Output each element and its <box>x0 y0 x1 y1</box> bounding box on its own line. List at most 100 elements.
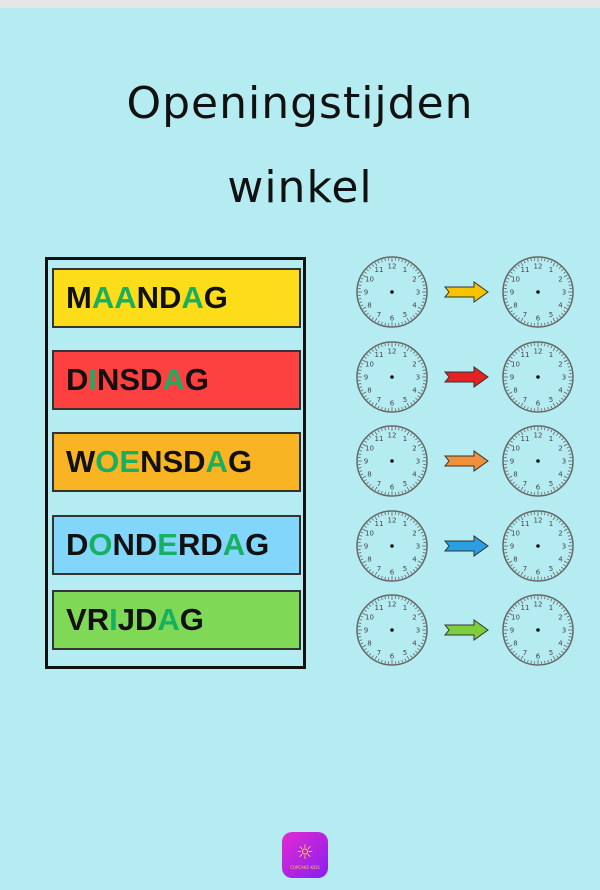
clock-tick <box>417 359 422 363</box>
clock-tick <box>568 552 572 554</box>
clock-tick <box>544 576 546 580</box>
clock-tick <box>567 281 571 283</box>
clock-tick <box>362 644 367 648</box>
clock-tick <box>364 271 367 274</box>
clock-tick <box>508 359 513 363</box>
clock-tick <box>566 615 570 618</box>
arrow-right-icon <box>443 535 489 557</box>
clock-tick <box>505 386 509 388</box>
day-letter: N <box>97 362 120 397</box>
clock-number: 4 <box>558 471 563 479</box>
clock-tick <box>563 440 566 443</box>
clock-tick <box>406 516 410 521</box>
browser-top-bar <box>0 0 600 8</box>
day-letter: G <box>184 362 209 397</box>
clock-tick <box>568 383 572 385</box>
clock-tick <box>421 386 425 388</box>
clock-tick <box>377 405 380 409</box>
clock-tick <box>417 440 420 443</box>
clock-tick <box>563 609 566 612</box>
clock-tick <box>359 301 363 303</box>
clock-number: 11 <box>375 266 384 274</box>
clock-number: 10 <box>511 530 520 538</box>
clock-tick <box>360 446 364 449</box>
clock-number: 10 <box>365 445 374 453</box>
arrow-right-icon <box>443 450 489 472</box>
clock-number: 5 <box>403 649 407 657</box>
clock-tick <box>506 558 510 561</box>
clock-tick <box>360 558 364 561</box>
clock-tick <box>563 644 568 648</box>
clock-tick <box>563 271 566 274</box>
clock-tick <box>371 317 374 320</box>
clock-tick <box>550 489 553 493</box>
clock-number: 10 <box>365 530 374 538</box>
clock-tick <box>377 514 380 518</box>
clock-number: 10 <box>511 361 520 369</box>
clock-tick <box>368 351 372 354</box>
clock-tick <box>368 569 372 572</box>
clock-number: 11 <box>521 604 530 612</box>
clock-tick <box>371 433 374 436</box>
clock-number: 1 <box>403 435 407 443</box>
clock-number: 11 <box>521 266 530 274</box>
clock-tick <box>561 353 564 357</box>
clock-tick <box>505 555 509 557</box>
clock-tick <box>401 344 403 348</box>
clock-tick <box>362 443 367 447</box>
clock-tick <box>520 655 524 660</box>
clock-tick <box>420 304 424 307</box>
clock-tick <box>523 658 526 662</box>
clock-center <box>536 290 540 294</box>
clock-tick <box>420 389 424 392</box>
clock-number: 9 <box>364 543 368 551</box>
clock-tick <box>398 576 400 580</box>
clock-number: 8 <box>367 640 371 648</box>
clock-tick <box>510 395 513 398</box>
clock-number: 6 <box>390 315 395 323</box>
clock-tick <box>517 486 520 489</box>
clock-tick <box>371 402 374 405</box>
clock-tick <box>504 622 508 624</box>
clock-tick <box>567 301 571 303</box>
clock-tick <box>547 597 549 601</box>
clock-number: 3 <box>562 627 566 635</box>
clock-tick <box>410 349 413 352</box>
clock-number: 2 <box>558 276 562 284</box>
clock-number: 9 <box>510 543 514 551</box>
clock-tick <box>504 636 508 638</box>
clock-number: 2 <box>412 445 416 453</box>
clock-tick <box>523 320 526 324</box>
clock-tick <box>508 560 513 564</box>
clock-tick <box>506 389 510 392</box>
day-letter: A <box>222 527 246 562</box>
clock-number: 3 <box>416 543 420 551</box>
clock-tick <box>358 383 362 385</box>
clock-tick <box>506 362 510 365</box>
clock-tick <box>514 315 518 318</box>
clock-tick <box>506 304 510 307</box>
clock-tick <box>530 512 532 516</box>
clock-tick <box>417 612 422 616</box>
day-letter: N <box>140 444 163 479</box>
clock-number: 6 <box>390 484 395 492</box>
clock-tick <box>410 264 413 267</box>
clock-tick <box>422 453 426 455</box>
clock-tick <box>406 347 410 352</box>
clock-number: 4 <box>412 302 417 310</box>
clock-number: 1 <box>403 520 407 528</box>
clock-number: 9 <box>510 458 514 466</box>
clock-face <box>502 256 574 328</box>
clock-tick <box>359 535 363 537</box>
clock-tick <box>510 310 513 313</box>
clock-tick <box>568 284 572 286</box>
clock-tick <box>544 512 546 516</box>
day-letter: V <box>66 602 87 637</box>
clock-tick <box>359 555 363 557</box>
clock-tick <box>415 437 418 441</box>
clock-tick <box>563 479 566 482</box>
clock-number: 9 <box>364 458 368 466</box>
clock-tick <box>505 535 509 537</box>
clock-tick <box>381 659 383 663</box>
